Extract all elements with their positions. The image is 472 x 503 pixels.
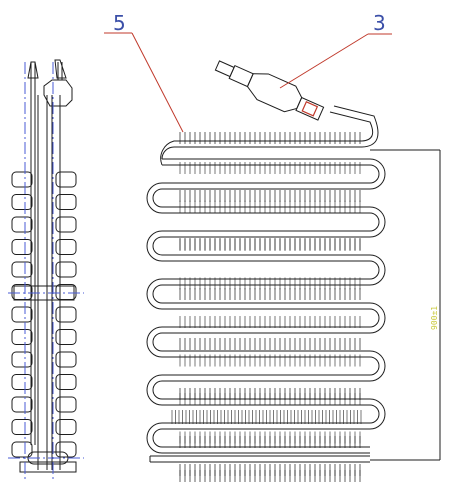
side-fin-left — [11, 239, 33, 255]
tube-bend-right — [369, 404, 380, 424]
side-fin-right — [55, 419, 77, 435]
tube-bend-right — [369, 164, 380, 184]
side-fin-right — [55, 239, 77, 255]
side-fin-left — [11, 351, 33, 368]
tube-bend-right — [369, 260, 380, 280]
tube-bend-left — [146, 230, 163, 262]
side-fitting — [43, 79, 73, 107]
tube-bend-left — [152, 284, 163, 304]
side-view — [8, 59, 84, 480]
inlet-pipe — [333, 105, 379, 148]
tube-bend-left — [152, 236, 163, 256]
tube-bend-left — [146, 422, 163, 454]
tube-bend-right — [369, 350, 386, 382]
tube-bend-right — [369, 206, 386, 238]
tube-bend-right — [369, 212, 380, 232]
side-fin-right — [55, 329, 77, 345]
side-fin-right — [55, 261, 77, 278]
callout-3-leader — [279, 33, 369, 89]
callout-3-label: 3 — [373, 11, 386, 35]
side-fin-left — [11, 216, 33, 233]
side-fin-left — [11, 284, 33, 300]
tube-bend-right — [369, 302, 386, 334]
side-fin-right — [55, 216, 77, 233]
side-fin-left — [11, 261, 33, 278]
side-fin-right — [55, 374, 77, 390]
callout-5-leader — [131, 32, 184, 133]
side-fin-right — [55, 284, 77, 300]
filter-body — [246, 73, 303, 113]
filter-nut — [228, 64, 254, 88]
side-fin-right — [55, 306, 77, 323]
tube-bend-left — [152, 428, 163, 448]
callout-5: 5 — [104, 11, 184, 133]
overall-height-dimension: 900±1 — [370, 149, 441, 461]
tube-bend-right — [369, 356, 380, 376]
side-fin-right — [55, 171, 77, 188]
tube-bend-left — [152, 188, 163, 208]
side-fin-right — [55, 441, 77, 458]
side-fin-left — [11, 396, 33, 413]
tube-top-bend — [160, 140, 362, 166]
side-fin-left — [11, 171, 33, 188]
side-fin-left — [11, 329, 33, 345]
side-fin-left — [11, 419, 33, 435]
side-fin-left — [11, 194, 33, 210]
side-outlet-nozzle — [54, 59, 67, 79]
tube-bend-right — [369, 308, 380, 328]
tube-bend-left — [152, 380, 163, 400]
tube-bend-left — [146, 326, 163, 358]
side-fin-left — [11, 306, 33, 323]
callout-5-label: 5 — [113, 11, 126, 35]
callout-3: 3 — [279, 11, 392, 89]
tube-bend-right — [369, 158, 386, 190]
tube-bend-left — [146, 278, 163, 310]
tube-bend-right — [369, 254, 386, 286]
side-inlet-nozzle — [27, 61, 39, 79]
filter-outlet — [295, 96, 325, 121]
front-view — [146, 60, 386, 482]
filter-drier — [214, 60, 325, 121]
side-fin-right — [55, 351, 77, 368]
side-base — [19, 461, 77, 473]
tube-bend-left — [152, 332, 163, 352]
tube-bend-right — [369, 398, 386, 430]
tube-top-bend — [161, 146, 362, 160]
side-fin-right — [55, 396, 77, 413]
filter-element — [301, 101, 319, 117]
tube-bend-left — [146, 374, 163, 406]
side-fin-right — [55, 194, 77, 210]
tube-bend-left — [146, 182, 163, 214]
side-fin-left — [11, 374, 33, 390]
inlet-pipe — [329, 111, 374, 142]
dimension-text: 900±1 — [430, 306, 439, 330]
side-fin-left — [11, 441, 33, 458]
